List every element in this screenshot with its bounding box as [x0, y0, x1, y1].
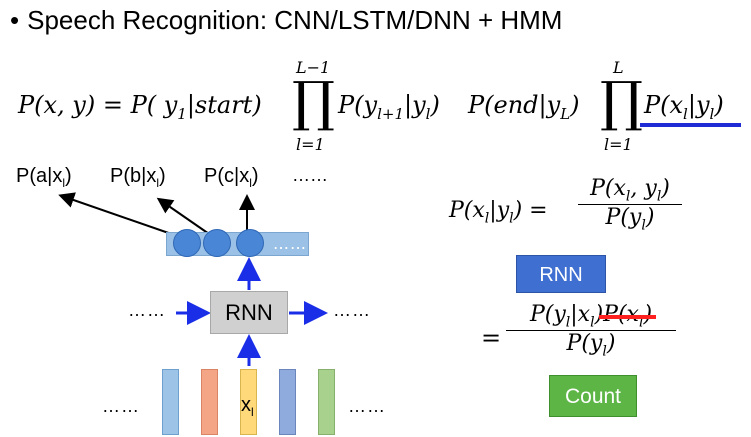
product2-symbol: ∏ — [600, 70, 643, 133]
product2-upper: L — [613, 58, 624, 77]
struck-prior: P(xl) — [599, 302, 657, 330]
strike-line — [599, 315, 657, 319]
hidden-layer: …… — [166, 229, 309, 257]
rnn-left-ellipsis: …… — [128, 300, 166, 320]
input-right-ellipsis: …… — [348, 396, 386, 416]
bayes-denominator-2: P(yl) — [506, 330, 676, 360]
slide-title: •Speech Recognition: CNN/LSTM/DNN + HMM — [10, 5, 562, 36]
arrow-to-output-a — [58, 192, 184, 239]
product1-lower: l=1 — [296, 135, 325, 154]
rnn-block: RNN — [210, 291, 288, 334]
hidden-node-2 — [203, 229, 231, 257]
bayes-fraction-2: P(yl|xl)P(xl) P(yl) — [506, 302, 676, 360]
input-vector-5 — [318, 369, 335, 435]
input-vector-2 — [201, 369, 218, 435]
bayes-numerator-1: P(xl, yl) — [590, 176, 670, 205]
input-vector-4 — [279, 369, 296, 435]
bayes-lhs: P(xl|yl) = — [449, 198, 548, 227]
product1-upper: L−1 — [296, 58, 331, 77]
input-left-ellipsis: …… — [102, 396, 140, 416]
output-ellipsis: …… — [292, 165, 328, 185]
input-vector-1 — [162, 369, 179, 435]
count-badge: Count — [549, 375, 637, 417]
hidden-node-3 — [236, 229, 264, 257]
input-vector-label: xl — [241, 394, 254, 419]
arrow-to-output-b — [156, 197, 213, 237]
output-label-c: P(c|xl) — [204, 165, 259, 190]
emission-underline — [640, 123, 741, 127]
joint-probability-formula: P(x, y) = P( y1|start) — [18, 91, 262, 123]
emission-term: P(xl|yl) — [644, 91, 724, 123]
bullet: • — [10, 5, 20, 35]
hidden-node-1 — [173, 229, 201, 257]
input-vector-current — [240, 369, 257, 435]
bayes-equals: = — [481, 324, 502, 352]
product1-symbol: ∏ — [292, 70, 335, 133]
bayes-numerator-2: P(yl|xl)P(xl) — [506, 302, 676, 330]
bayes-denominator-1: P(yl) — [578, 204, 682, 234]
output-label-b: P(b|xl) — [110, 165, 166, 190]
title-text: Speech Recognition: CNN/LSTM/DNN + HMM — [27, 5, 563, 35]
product2-lower: l=1 — [604, 135, 633, 154]
end-term: P(end|yL) — [468, 91, 580, 123]
hidden-layer-ellipsis: …… — [273, 234, 307, 253]
output-label-a: P(a|xl) — [16, 165, 72, 190]
rnn-badge: RNN — [516, 255, 606, 293]
transition-term: P(yl+1|yl) — [338, 91, 440, 123]
rnn-right-ellipsis: …… — [333, 300, 371, 320]
bayes-fraction-1: P(xl, yl) P(yl) — [578, 176, 682, 234]
